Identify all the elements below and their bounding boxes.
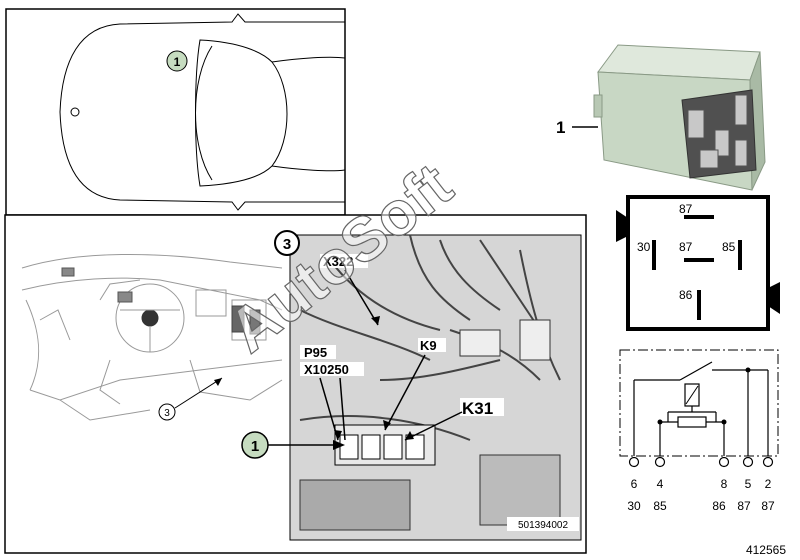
relay-rendering: 1 <box>556 44 766 191</box>
section-number-circle <box>274 230 300 256</box>
label-bg-k9 <box>418 338 446 352</box>
relay-schematic: 6 4 8 5 2 30 85 86 87 87 <box>619 349 779 513</box>
junction-dot-2 <box>657 419 663 425</box>
terminal-number-4: 5 <box>745 477 752 491</box>
terminal-number-2: 4 <box>657 477 664 491</box>
installation-detail-panel: 3 <box>4 214 587 554</box>
dash-vents <box>61 267 261 335</box>
relay-block <box>334 424 436 466</box>
terminal-number-5: 2 <box>765 477 772 491</box>
section-number: 3 <box>283 236 291 253</box>
terminal-number-1: 6 <box>631 477 638 491</box>
photo-detail: 501394002 <box>289 234 582 541</box>
callout-circle-car <box>166 50 188 72</box>
leader-line-small <box>174 377 223 409</box>
label-k9: K9 <box>420 338 437 353</box>
terminal-function-4: 87 <box>737 499 751 513</box>
relay-pins <box>687 94 748 169</box>
callout-number-detail: 1 <box>251 438 259 455</box>
small-callout-number: 3 <box>164 408 170 419</box>
callout-number-car: 1 <box>174 55 181 69</box>
schematic-terminals <box>628 456 774 468</box>
figure-code: 501394002 <box>518 520 568 531</box>
label-p95: P95 <box>304 345 327 360</box>
label-bg-x322 <box>320 254 368 268</box>
junction-dot-3 <box>721 419 727 425</box>
pin-label-bottom: 86 <box>679 288 693 302</box>
schematic-wiring <box>633 361 769 456</box>
leader-lines <box>319 269 463 441</box>
schematic-coil-slash <box>685 385 699 405</box>
terminal-function-5: 87 <box>761 499 775 513</box>
relay-callout-number: 1 <box>556 118 565 137</box>
figure-code-bg <box>507 517 579 531</box>
callout-arrow-head <box>333 440 345 450</box>
pinout-notch-left <box>616 210 628 242</box>
car-top-view-panel: 1 <box>5 8 346 216</box>
label-x322: X322 <box>323 254 353 269</box>
terminal-function-1: 30 <box>627 499 641 513</box>
terminal-number-3: 8 <box>721 477 728 491</box>
label-bg-p95 <box>300 345 336 359</box>
callout-circle-detail <box>241 431 269 459</box>
car-view-frame <box>5 8 346 216</box>
terminal-function-3: 86 <box>712 499 726 513</box>
schematic-dashed-frame <box>619 349 779 457</box>
relay-mount-tab <box>593 94 603 118</box>
pin-label-left: 30 <box>637 240 651 254</box>
label-k31: K31 <box>462 399 493 418</box>
relay-pinout: 87 30 87 85 86 <box>616 195 780 331</box>
pin-label-top: 87 <box>679 202 693 216</box>
pin-label-center: 87 <box>679 240 693 254</box>
label-x10250: X10250 <box>304 362 349 377</box>
label-bg-x10250 <box>300 362 364 376</box>
car-outline <box>59 13 346 211</box>
photo-components <box>299 319 561 531</box>
label-bg-k31 <box>460 398 504 416</box>
small-callout-circle <box>158 403 176 421</box>
pinout-notch-right <box>768 282 780 314</box>
arrow-head-small <box>214 378 222 386</box>
schematic-resistor <box>677 416 707 428</box>
diagram-number: 412565 <box>746 543 786 557</box>
dashboard-sketch <box>21 253 283 421</box>
pin-label-right: 85 <box>722 240 736 254</box>
terminal-function-2: 85 <box>653 499 667 513</box>
leader-arrowheads <box>334 316 414 440</box>
junction-dot-1 <box>745 367 751 373</box>
pinout-pin-bars <box>652 215 742 320</box>
